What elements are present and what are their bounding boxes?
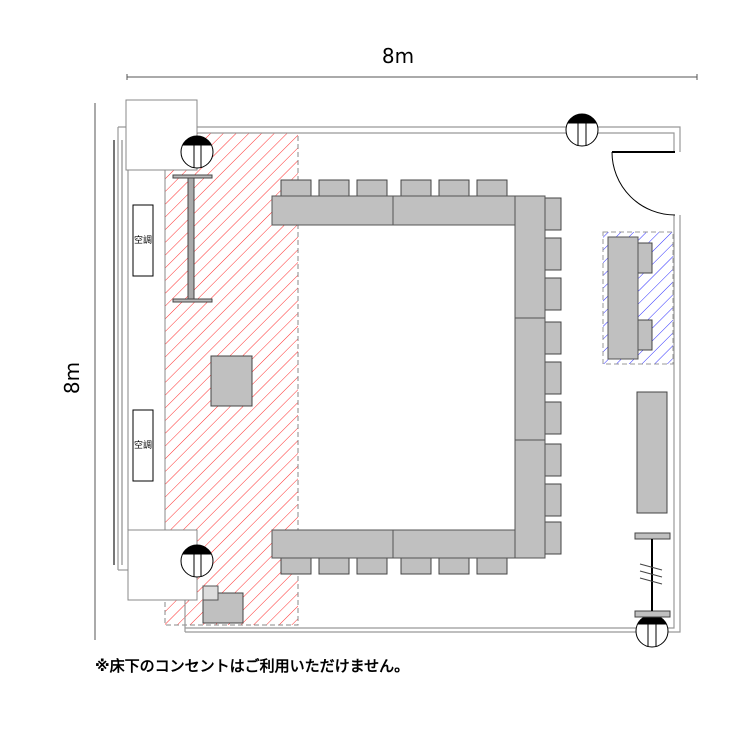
outlet-icon: [565, 113, 599, 147]
depth-dimension-label: 8m: [60, 361, 84, 395]
conference-tables: [271, 195, 546, 559]
chair: [544, 237, 562, 271]
floor-outlets: [180, 113, 669, 648]
chair: [318, 557, 350, 575]
table: [514, 317, 546, 441]
pillars: [125, 99, 198, 601]
chair: [280, 557, 312, 575]
chair: [544, 321, 562, 355]
chair: [356, 557, 388, 575]
chair: [544, 361, 562, 395]
door[interactable]: [611, 151, 676, 216]
screen: [634, 532, 671, 618]
chair: [544, 521, 562, 555]
chair: [544, 443, 562, 477]
outlet-notice: ※床下のコンセントはご利用いただけません。: [95, 657, 410, 675]
chair: [544, 197, 562, 231]
table: [514, 439, 546, 559]
width-dimension-label: 8m: [381, 44, 415, 68]
table: [392, 529, 516, 559]
chairs: [280, 179, 653, 575]
reception-table: [607, 236, 639, 360]
chair: [637, 319, 653, 351]
chair: [280, 179, 312, 197]
air-conditioner: [132, 204, 154, 277]
chair: [438, 179, 470, 197]
chair: [476, 179, 508, 197]
chair: [544, 401, 562, 435]
chair: [544, 277, 562, 311]
chair: [544, 483, 562, 517]
chair: [400, 179, 432, 197]
table: [392, 195, 516, 226]
whiteboard: [172, 174, 213, 303]
table: [514, 195, 546, 319]
table: [271, 195, 394, 226]
air-conditioner-label: 空調: [133, 441, 152, 451]
chair: [356, 179, 388, 197]
chair: [637, 242, 653, 274]
long-cabinet: [636, 391, 668, 514]
chair: [476, 557, 508, 575]
outlet-icon: [635, 614, 669, 648]
air-conditioner: [132, 409, 154, 482]
chair: [400, 557, 432, 575]
outlet-icon: [180, 135, 214, 169]
walls: [113, 126, 681, 633]
outlet-icon: [180, 544, 214, 578]
air-conditioner-label: 空調: [133, 236, 152, 246]
table: [271, 529, 394, 559]
dimension-width-line: [126, 74, 698, 80]
chair: [438, 557, 470, 575]
chair: [318, 179, 350, 197]
podium: [210, 355, 253, 407]
small-box: [202, 585, 219, 601]
